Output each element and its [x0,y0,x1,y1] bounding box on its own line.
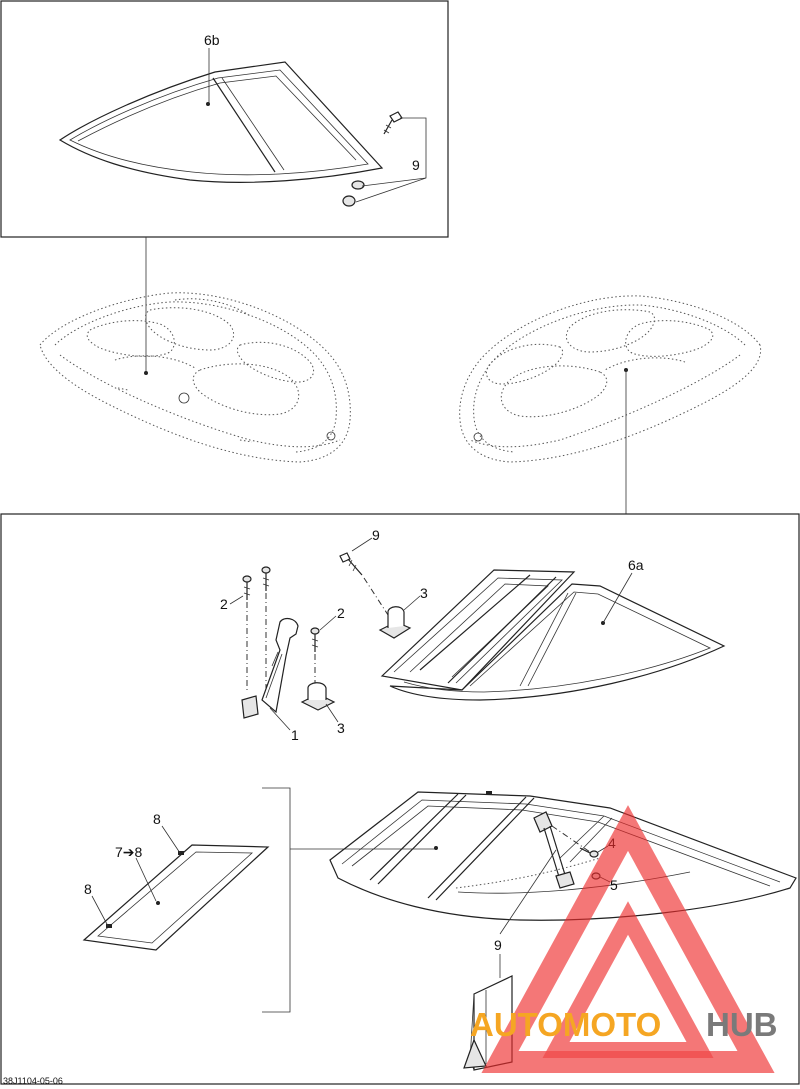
logo-triangle-outer [481,805,775,1073]
bracket-3-upper [378,606,412,639]
washer-9 [351,180,365,190]
callout-9-top: 9 [412,157,420,173]
watermark-text-automoto: AUTOMOTO [470,1006,661,1043]
bottom-detail-frame [0,513,800,1085]
screw-2-left-b [261,566,271,591]
callout-6b: 6b [204,32,220,48]
callout-8-bottom: 8 [84,881,92,897]
screw-4 [579,847,599,858]
boat-left [39,292,351,463]
screw-2-right [310,627,320,652]
callout-7-to-8: 7➔8 [115,844,143,860]
bracket-3-lower [300,682,336,711]
drawing-code: 38J1104-05-06 [3,1076,63,1086]
watermark-text-hub: HUB [706,1006,778,1043]
callout-6a: 6a [628,557,644,573]
glass-panel-7 [82,844,270,951]
callout-8-top: 8 [153,811,161,827]
screw-9-top [383,111,403,135]
windshield-assembly [329,791,797,921]
callout-3-upper: 3 [420,585,428,601]
callout-2-right: 2 [337,605,345,621]
screw-9-mid [339,552,363,576]
callout-2-left: 2 [220,596,228,612]
nut-9 [342,195,356,207]
screw-2-left-a [242,575,252,600]
callout-9-mid: 9 [372,527,380,543]
callout-9-bottom: 9 [494,937,502,953]
hinge-bracket-1 [241,617,299,719]
logo-triangle-inner [542,901,714,1058]
support-strut [533,811,575,889]
boat-right [459,295,762,463]
automotohub-logo [481,805,775,1073]
callout-5: 5 [610,877,618,893]
windshield-6a [380,569,726,701]
callout-1: 1 [291,727,299,743]
top-detail-frame [0,0,449,238]
callout-3-lower: 3 [337,720,345,736]
windshield-6b [58,61,384,183]
